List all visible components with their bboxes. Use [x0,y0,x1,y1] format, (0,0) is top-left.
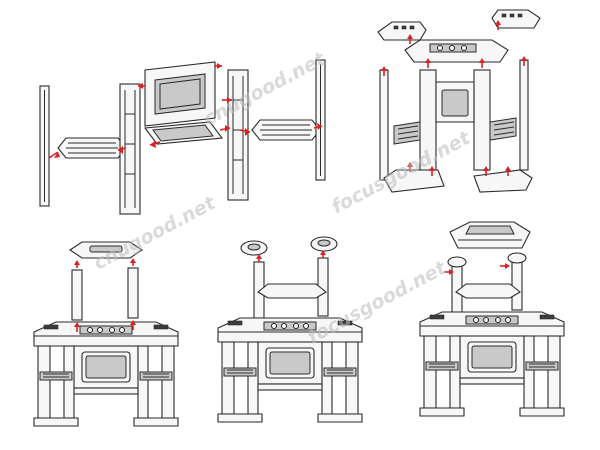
watermark-3: cnugood.net [90,191,220,274]
step-post-caps [217,236,363,423]
hood [449,221,531,249]
arrow-group-step5 [444,263,510,275]
right-shelf [251,119,321,141]
left-post-2 [379,69,389,181]
right-cap [310,236,338,252]
step-hood-install [419,221,565,417]
right-tray [491,9,541,29]
posts-with-bar [253,257,329,319]
right-post-2 [519,59,529,171]
arrow-group-step4 [256,250,326,262]
kitchen-body-1 [33,321,179,427]
arrow-group-step2 [381,20,527,176]
oven-tray [143,121,224,145]
oven-door [144,61,216,127]
step-canopy-posts [33,241,179,427]
watermark-1: cnugood.net [200,47,330,130]
left-post [39,85,50,207]
kitchen-body-3 [419,311,565,417]
step-frame-assembly [39,59,326,215]
hood-posts [447,252,527,315]
base-stand [383,69,533,193]
step-top-assembly [377,9,541,193]
arrow-group-step1 [48,63,323,159]
arrow-group-step3 [74,258,136,332]
canopy-posts [71,267,139,321]
countertop [404,39,509,63]
left-cap [240,240,268,256]
canopy-bar [69,241,143,259]
right-post [315,59,326,181]
left-tray [377,21,427,41]
left-shelf [57,137,127,159]
